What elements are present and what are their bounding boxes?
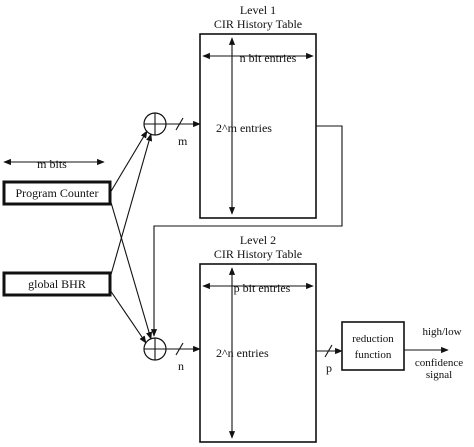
reduction-label-line2: function [355,349,392,361]
xor-gate-level2 [143,337,167,361]
input-width-label: m bits [37,157,67,171]
output-label-line2: confidence [415,357,463,369]
level1-table-title: CIR History Table [214,17,302,31]
bhr-to-xor1-arrow [109,133,153,279]
output-label-line1: high/low [422,326,461,338]
bhr-to-xor2-arrow [109,289,147,344]
level1-label: Level 1 [240,3,276,17]
n-bus-slash [175,342,184,356]
level2-label: Level 2 [240,233,276,247]
pc-to-xor1-arrow [109,130,148,194]
p-bus-label: p [326,361,332,375]
reduction-function-box [341,321,405,371]
global-bhr-box [2,271,112,297]
level1-feedback-path [150,125,343,337]
level2-depth-label: 2^n entries [216,346,269,360]
global-bhr-label: global BHR [28,277,86,291]
m-bus-label: m [178,134,188,148]
program-counter-label: Program Counter [16,186,99,200]
level2-table-title: CIR History Table [214,247,302,261]
xor-gate-level1 [143,112,167,136]
reduction-label-line1: reduction [352,333,394,345]
level1-depth-label: 2^m entries [216,121,272,135]
level1-history-table [199,33,317,219]
p-bus-slash [324,344,333,358]
pc-to-xor2-arrow [109,198,153,340]
level2-history-table [199,263,317,443]
m-bus-slash [175,117,184,131]
level2-width-label: p bit entries [234,281,291,295]
n-bus-label: n [178,359,184,373]
level1-width-label: n bit entries [240,51,297,65]
output-label-line3: signal [426,369,452,381]
